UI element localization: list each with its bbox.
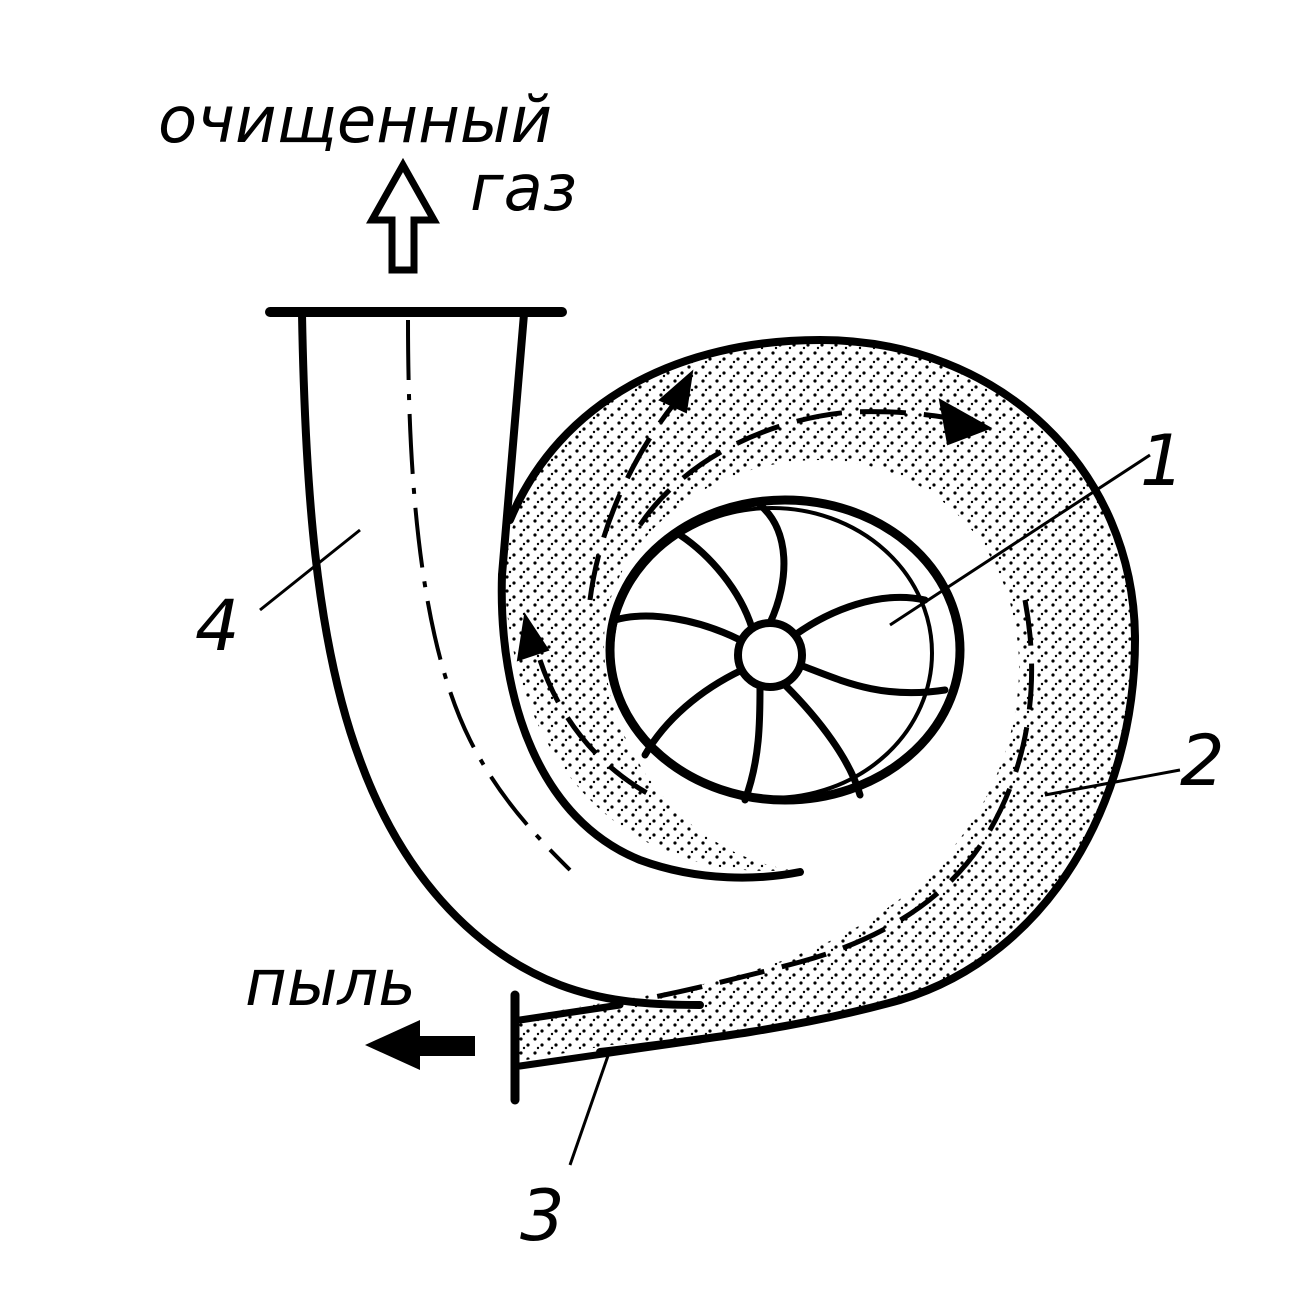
callout-3: 3 xyxy=(520,1175,565,1257)
vortex-flow-lines xyxy=(537,383,1035,1003)
up-arrow-icon xyxy=(366,157,440,274)
gas-flow-line xyxy=(406,319,572,872)
dust-label: пыль xyxy=(245,947,416,1021)
clean-gas-label-line2: газ xyxy=(470,152,577,226)
dust-layer xyxy=(505,340,1135,1062)
callout-2: 2 xyxy=(1180,720,1225,802)
casing-outline xyxy=(265,307,1139,1105)
impeller-icon xyxy=(605,495,965,805)
flow-arrowheads xyxy=(516,369,993,662)
left-arrow-icon xyxy=(365,1020,475,1070)
callout-1: 1 xyxy=(1140,420,1185,502)
callout-leaders xyxy=(259,453,1181,1166)
callout-4: 4 xyxy=(195,585,240,667)
clean-gas-label-line1: очищенный xyxy=(158,84,552,158)
